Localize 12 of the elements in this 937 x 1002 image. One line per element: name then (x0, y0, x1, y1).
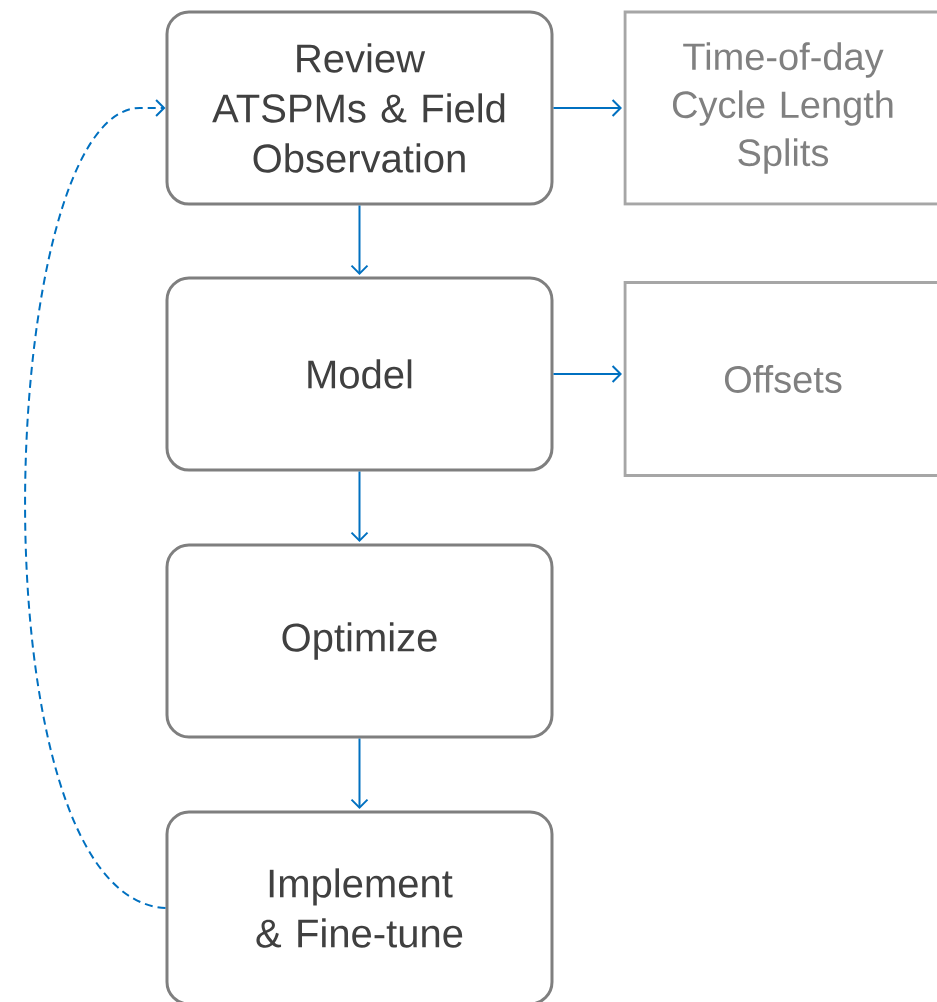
arrow (552, 365, 622, 383)
output-box: Time-of-day Cycle Length Splits (623, 10, 937, 206)
process-box: Review ATSPMs & Field Observation (165, 10, 554, 206)
process-box: Implement & Fine-tune (165, 810, 554, 1002)
process-box: Optimize (165, 543, 554, 739)
arrow (350, 737, 369, 809)
process-box: Model (165, 276, 554, 472)
arrow (350, 470, 369, 542)
arrow (552, 99, 622, 117)
output-box: Offsets (623, 281, 937, 477)
arrow (350, 204, 369, 275)
feedback-arrow (24, 99, 167, 909)
